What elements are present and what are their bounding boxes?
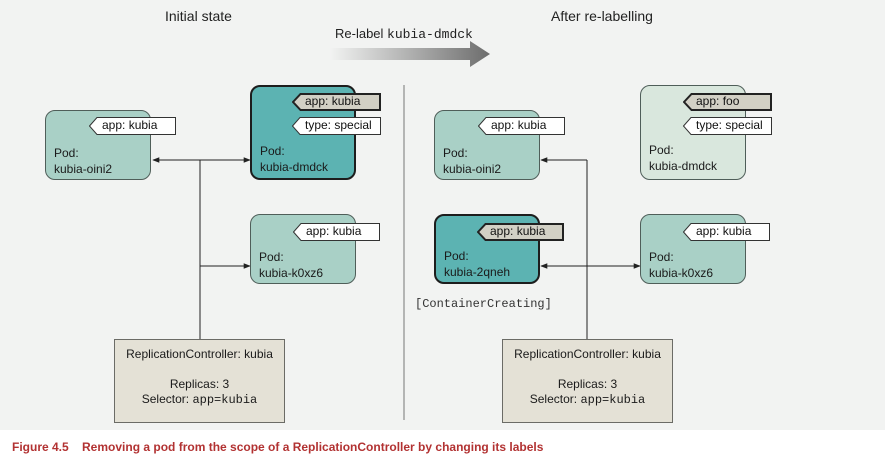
rc-selector-value: app=kubia xyxy=(580,393,646,407)
replication-controller-right: ReplicationController: kubia Replicas: 3… xyxy=(502,339,673,423)
left-connectors xyxy=(152,157,251,339)
right-connectors xyxy=(540,157,641,339)
label-tag-app-kubia: app: kubia xyxy=(683,223,770,241)
pod-name: kubia-oini2 xyxy=(54,162,113,176)
label-tag-text: app: kubia xyxy=(306,224,362,238)
pod-kind: Pod: xyxy=(259,250,284,264)
label-tag-app-kubia: app: kubia xyxy=(89,117,176,135)
label-tag-app-kubia: app: kubia xyxy=(478,117,565,135)
pod-left-dmdck-text: Pod: kubia-dmdck xyxy=(260,143,328,175)
label-tag-type-special: type: special xyxy=(683,117,772,135)
pod-name: kubia-dmdck xyxy=(649,159,718,173)
rc-title: ReplicationController: kubia xyxy=(126,347,273,361)
rc-replicas: Replicas: 3 xyxy=(169,377,230,391)
pod-name: kubia-2qneh xyxy=(444,265,511,279)
pod-name: kubia-k0xz6 xyxy=(259,266,324,280)
pod-kind: Pod: xyxy=(444,249,469,263)
label-tag-type-special: type: special xyxy=(292,117,381,135)
label-tag-app-foo-highlighted: app: foo xyxy=(683,93,772,111)
heading-initial-state: Initial state xyxy=(165,8,232,24)
label-tag-text: app: foo xyxy=(696,94,740,108)
rc-title: ReplicationController: kubia xyxy=(514,347,661,361)
label-tag-text: app: kubia xyxy=(490,224,546,238)
relabel-text: Re-label xyxy=(335,26,388,41)
pod-kind: Pod: xyxy=(54,146,79,160)
replication-controller-left: ReplicationController: kubia Replicas: 3… xyxy=(114,339,285,423)
rc-selector-label: Selector: xyxy=(141,392,193,406)
label-tag-app-kubia-highlighted: app: kubia xyxy=(477,223,564,241)
pod-name: kubia-oini2 xyxy=(443,162,502,176)
pod-kind: Pod: xyxy=(443,146,468,160)
rc-selector: Selector: app=kubia xyxy=(115,392,284,407)
relabel-arrow xyxy=(330,41,490,67)
label-tag-app-kubia: app: kubia xyxy=(293,223,380,241)
label-tag-text: app: kubia xyxy=(491,118,547,132)
pod-kind: Pod: xyxy=(649,250,674,264)
pod-kind: Pod: xyxy=(649,143,674,157)
label-tag-text: app: kubia xyxy=(102,118,158,132)
relabel-pod-name: kubia-dmdck xyxy=(387,27,473,42)
label-tag-text: type: special xyxy=(696,118,763,132)
rc-selector-label: Selector: xyxy=(529,392,581,406)
label-tag-app-kubia-highlighted: app: kubia xyxy=(292,93,381,111)
label-tag-text: app: kubia xyxy=(305,94,361,108)
connectors xyxy=(152,41,641,420)
pod-right-dmdck-text: Pod: kubia-dmdck xyxy=(649,142,717,174)
label-tag-text: app: kubia xyxy=(696,224,752,238)
pod-right-2qneh-text: Pod: kubia-2qneh xyxy=(444,248,510,280)
heading-after-relabelling: After re-labelling xyxy=(551,8,653,24)
label-tag-text: type: special xyxy=(305,118,372,132)
rc-selector-value: app=kubia xyxy=(192,393,258,407)
status-container-creating: [ContainerCreating] xyxy=(415,297,552,311)
relabel-label: Re-label kubia-dmdck xyxy=(335,26,473,42)
figure-caption: Figure 4.5 Removing a pod from the scope… xyxy=(12,440,544,454)
rc-selector: Selector: app=kubia xyxy=(503,392,672,407)
pod-left-oini2-text: Pod: kubia-oini2 xyxy=(54,145,112,177)
pod-right-k0xz6-text: Pod: kubia-k0xz6 xyxy=(649,249,713,281)
pod-kind: Pod: xyxy=(260,144,285,158)
pod-name: kubia-dmdck xyxy=(260,160,329,174)
rc-replicas: Replicas: 3 xyxy=(557,377,618,391)
pod-right-oini2-text: Pod: kubia-oini2 xyxy=(443,145,501,177)
pod-name: kubia-k0xz6 xyxy=(649,266,714,280)
pod-left-k0xz6-text: Pod: kubia-k0xz6 xyxy=(259,249,323,281)
